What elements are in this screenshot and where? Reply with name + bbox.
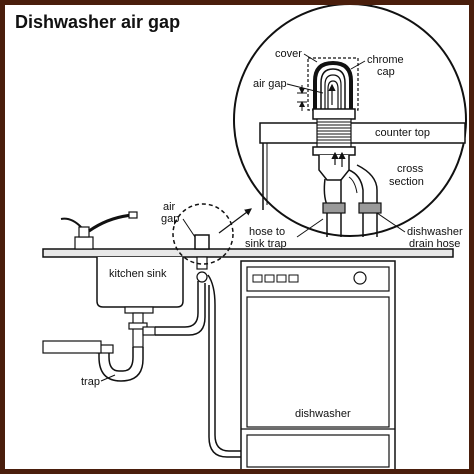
label-trap: trap	[81, 376, 100, 388]
label-chrome: chrome	[367, 54, 404, 66]
label-air-gap-detail: air gap	[253, 78, 287, 90]
label-dishwasher-main: dishwasher	[295, 408, 351, 420]
chrome-cap	[313, 60, 353, 109]
label-kitchen-sink: kitchen sink	[109, 268, 167, 280]
label-counter-top: counter top	[375, 127, 430, 139]
air-gap-body	[312, 108, 356, 181]
label-dishwasher: dishwasher	[407, 226, 463, 238]
air-gap-diagram: cover chrome cap air gap counter top cro…	[42, 5, 467, 469]
hose-to-trap	[155, 281, 206, 336]
dishwasher-drain-hose	[207, 274, 245, 458]
label-drain-hose: drain hose	[409, 238, 460, 250]
hose-callouts: hose to sink trap dishwasher drain hose	[245, 212, 463, 250]
label-cover: cover	[275, 48, 302, 60]
faucet	[60, 211, 138, 250]
label-sink-trap: sink trap	[245, 238, 287, 250]
label-section: section	[389, 176, 424, 188]
detail-hoses	[322, 164, 382, 237]
label-cap: cap	[377, 66, 395, 78]
dishwasher: dishwasher	[240, 260, 396, 469]
zoom-pointer	[218, 208, 252, 234]
detail-labels: cover chrome cap air gap counter top cro…	[253, 48, 430, 188]
main-countertop	[42, 248, 454, 258]
label-hose-to: hose to	[249, 226, 285, 238]
diagram-title: Dishwasher air gap	[15, 12, 181, 32]
kitchen-sink: kitchen sink	[96, 257, 184, 314]
label-air: air	[163, 201, 176, 213]
label-gap: gap	[161, 213, 179, 225]
main-air-gap: air gap	[161, 201, 234, 283]
detail-countertop	[259, 122, 466, 210]
label-cross: cross	[397, 163, 424, 175]
drain-trap: trap	[42, 312, 156, 388]
